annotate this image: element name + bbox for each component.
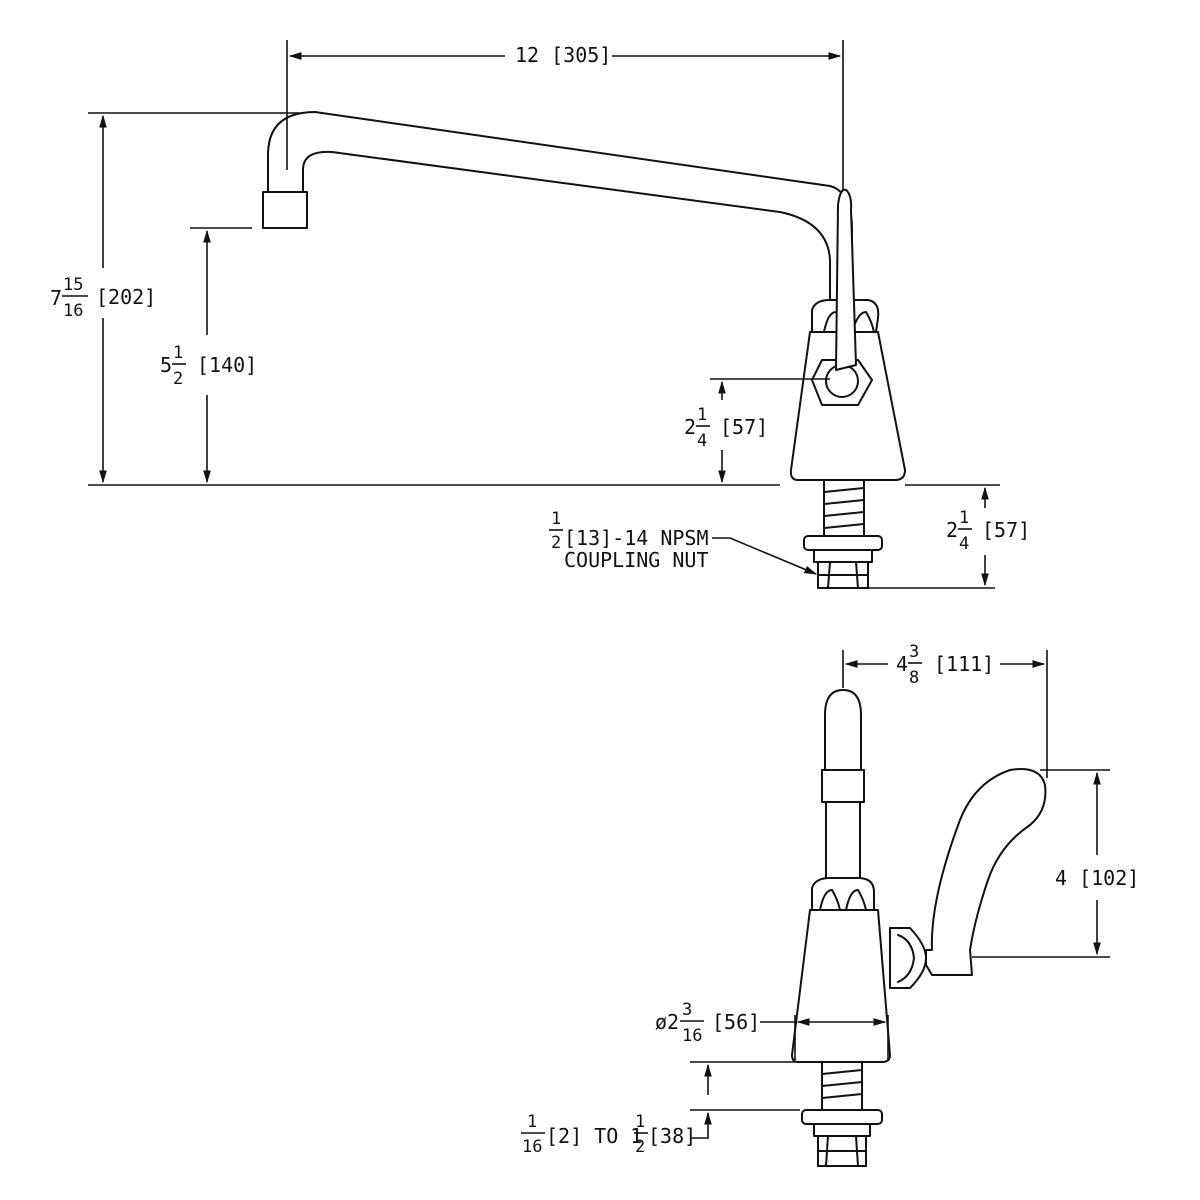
deck-thickness-den2: 2 xyxy=(635,1137,645,1157)
swivel-collar-front xyxy=(811,877,875,911)
base-diameter-metric: [56] xyxy=(712,1010,760,1034)
aerator xyxy=(262,191,308,229)
spout-tube xyxy=(267,111,853,271)
thread-callout-text: [13]-14 NPSM xyxy=(564,526,709,550)
valve-body-front xyxy=(791,909,891,1063)
spout-tube-inner xyxy=(302,150,831,301)
handle-height-whole: 2 xyxy=(684,415,696,439)
threaded-shank xyxy=(823,479,865,537)
handle-reach-den: 8 xyxy=(909,668,919,688)
shank-length-den: 4 xyxy=(959,534,969,554)
handle-height-metric: [57] xyxy=(720,415,768,439)
side-elevation-view: 12 [305] 7 15 16 [202] 5 1 2 [140] 2 1 4… xyxy=(50,40,1030,589)
deck-thickness-num1: 1 xyxy=(527,1112,537,1132)
spout-height-whole: 5 xyxy=(160,353,172,377)
spout-reach-label: 12 [305] xyxy=(515,43,611,67)
spout-height-den: 2 xyxy=(173,369,183,389)
base-diameter-den: 16 xyxy=(682,1026,702,1046)
washer-front xyxy=(813,1123,871,1137)
lock-nut-front xyxy=(801,1109,883,1125)
overall-height-den: 16 xyxy=(63,301,83,321)
shank-length-whole: 2 xyxy=(946,518,958,542)
spout-joint xyxy=(821,769,865,803)
thread-callout-line2: COUPLING NUT xyxy=(564,548,709,572)
overall-height-num: 15 xyxy=(63,275,83,295)
base-diameter-num: 3 xyxy=(682,1000,692,1020)
threaded-shank-front xyxy=(821,1061,863,1111)
deck-thickness-metric: [38] xyxy=(648,1124,696,1148)
handle-reach-whole: 4 xyxy=(896,652,908,676)
deck-thickness-mid: [2] TO 1 xyxy=(546,1124,642,1148)
spout-height-num: 1 xyxy=(173,343,183,363)
handle-height-den: 4 xyxy=(697,431,707,451)
overall-height-whole: 7 xyxy=(50,286,62,310)
handle-height-num: 1 xyxy=(697,405,707,425)
thread-callout-den: 2 xyxy=(551,533,561,553)
shank-length-num: 1 xyxy=(959,508,969,528)
washer xyxy=(813,549,873,563)
spout-tube-front xyxy=(824,689,862,771)
handle-reach-metric: [111] xyxy=(934,652,994,676)
handle-reach-num: 3 xyxy=(909,642,919,662)
shank-length-metric: [57] xyxy=(982,518,1030,542)
wrist-handle xyxy=(835,188,857,371)
lock-nut xyxy=(803,535,883,551)
thread-callout-num: 1 xyxy=(551,509,561,529)
handle-bonnet-side xyxy=(889,927,927,989)
spout-height-metric: [140] xyxy=(197,353,257,377)
spout-stem xyxy=(825,801,861,881)
deck-thickness-num2: 1 xyxy=(635,1112,645,1132)
overall-height-metric: [202] xyxy=(96,285,156,309)
handle-length-label: 4 [102] xyxy=(1055,866,1139,890)
base-diameter-prefix: ø2 xyxy=(655,1010,679,1034)
deck-thickness-den1: 16 xyxy=(522,1137,542,1157)
wrist-handle-side xyxy=(925,768,1047,976)
front-elevation-view: 4 3 8 [111] 4 [102] ø2 3 16 [56] 1 16 [2… xyxy=(521,642,1139,1167)
bonnet-center xyxy=(825,364,859,398)
